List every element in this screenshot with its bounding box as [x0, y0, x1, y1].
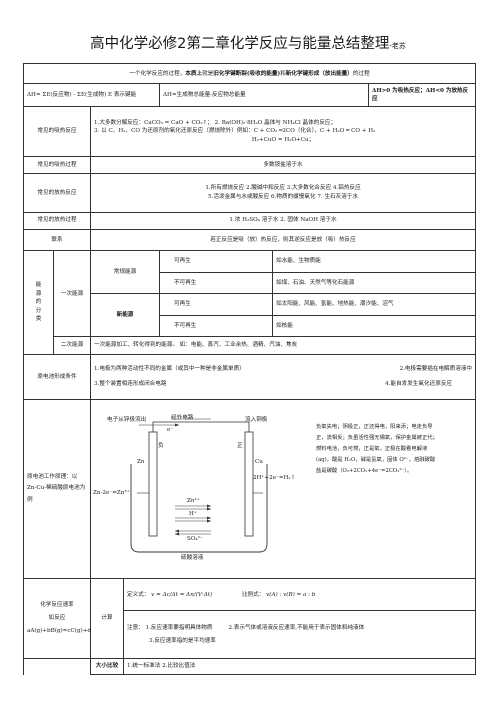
relation-row: 联系 若正反应是吸（放）热反应，则其逆反应是放（吸）热反应: [23, 228, 477, 252]
cell-conditions-row: 原电池形成条件 1.电极为两种活动性不同的金属（或其中一种是非金属单质） 2.电…: [23, 353, 477, 400]
conv-renewable-label: 可再生: [159, 250, 273, 273]
beaker: [130, 464, 268, 553]
electron-symbol: e⁻: [167, 427, 174, 434]
rate-definition-row: 化学反应速率 如反应 aA(g)+bB(g)=cC(g)+dD(g) 计算 定义…: [23, 578, 477, 659]
hydrogen-ion-label: H⁺: [189, 511, 197, 518]
endothermic-process-value: 多数铵盐溶于水: [89, 155, 477, 174]
secondary-energy-value: 一次能源加工、转化得到的能源。 如：电能、蒸汽、工业余热、酒精、汽油、焦炭: [89, 336, 477, 355]
cell-principle-label: 原电池工作原理：以 Zn-Cu-稀硫酸原电池为例: [23, 398, 91, 580]
new-renewable-value: 如太阳能、风能、氢能、地热能、潮汐能、沼气: [271, 293, 477, 316]
cell-principle-diagram-cell: 电子从锌极流出 经外电路 e⁻ 流入铜极 负 正 Zn Cu Zn-2e⁻=Zn…: [89, 398, 477, 580]
new-energy-label: 新能源: [90, 293, 160, 338]
delta-h-sign: ΔH>0 为吸热反应；ΔH<0 为放热反应: [367, 83, 477, 107]
energy-row-5: 二次能源 一次能源加工、转化得到的能源。 如：电能、蒸汽、工业余热、酒精、汽油、…: [24, 336, 477, 355]
positive-pole-label: 正: [237, 443, 243, 450]
primary-energy-label: 一次能源: [53, 250, 91, 338]
reaction-rate-label: 化学反应速率 如反应 aA(g)+bB(g)=cC(g)+dD(g): [23, 578, 91, 659]
endothermic-reactions-row: 常见的吸热反应 1.大多数分解反应：CaCO₃ = CaO + CO₂↑； 2.…: [23, 105, 477, 157]
external-circuit-label: 经外电路: [171, 415, 194, 422]
energy-row-3: 新能源 可再生 如太阳能、风能、氢能、地热能、潮汐能、沼气: [24, 293, 477, 338]
exothermic-process-row: 常见的放热过程 1.浓 H₂SO₄ 溶于水 2. 固体 NaOH 溶于水: [23, 211, 477, 230]
delta-h-bond: ΔH= ΣE(反应物) - ΣE(生成物) E 表示键能: [23, 83, 160, 107]
new-nonrenewable-value: 如核能: [271, 314, 477, 338]
relation-label: 联系: [23, 228, 91, 252]
zinc-ion-label: Zn²⁺: [187, 498, 200, 505]
galvanic-cell-svg: [130, 418, 268, 553]
cell-principle-row: 原电池工作原理：以 Zn-Cu-稀硫酸原电池为例: [23, 398, 477, 580]
delta-h-row: ΔH= ΣE(反应物) - ΣE(生成物) E 表示键能 ΔH=生成物总能量-反…: [23, 83, 477, 107]
zinc-label: Zn: [137, 459, 145, 466]
new-nonrenewable-label: 不可再生: [159, 314, 273, 338]
hydrogen-half-reaction: 2H⁺+2e⁻=H₂↑: [253, 475, 296, 482]
negative-pole-label: 负: [158, 443, 164, 450]
endothermic-label: 常见的吸热反应: [23, 105, 91, 157]
page-title: 高中化学必修2第二章化学反应与能量总结整理-老苏: [0, 32, 496, 53]
conv-renewable-value: 如水能、生物质能: [271, 250, 477, 273]
delta-h-energy: ΔH=生成物总能量-反应物总能量: [159, 83, 369, 107]
cell-conditions-content: 1.电极为两种活动性不同的金属（或其中一种是非金属单质） 2.电极需要插在电解质…: [89, 353, 477, 400]
secondary-energy-label: 二次能源: [53, 336, 91, 355]
exothermic-reactions-row: 常见的放热反应 1.所有燃烧反应 2.酸碱中和反应 3.大多数化合反应 4.铝热…: [23, 172, 477, 213]
electrode-mnemonic-note: 负氧失电；阴极正，正还得电，阳来添；电走负导正，流相反；负虽活性强无锡氧，保护金…: [316, 424, 438, 474]
copper-label: Cu: [255, 459, 263, 466]
intro-cell: 一个化学反应的过程，本质上就是旧化学键断裂(吸收的能量)和新化学键形成（放出能量…: [22, 62, 477, 85]
exothermic-process-value: 1.浓 H₂SO₄ 溶于水 2. 固体 NaOH 溶于水: [89, 211, 477, 230]
calculation-label: 计算: [90, 578, 124, 659]
endothermic-content: 1.大多数分解反应：CaCO₃ = CaO + CO₂↑； 2. Ba(OH)₂…: [89, 105, 477, 157]
electron-flow-label: 电子从锌极流出: [107, 417, 147, 424]
galvanic-cell-diagram: 电子从锌极流出 经外电路 e⁻ 流入铜极 负 正 Zn Cu Zn-2e⁻=Zn…: [92, 414, 475, 564]
sulfate-ion-label: SO₄²⁻: [187, 536, 203, 543]
exothermic-content: 1.所有燃烧反应 2.酸碱中和反应 3.大多数化合反应 4.铝热反应 5.活泼金…: [89, 172, 477, 213]
size-compare-label: 大小比较: [90, 657, 124, 676]
endothermic-process-label: 常见的吸热过程: [23, 155, 91, 174]
relation-value: 若正反应是吸（放）热反应，则其逆反应是放（吸）热反应: [89, 228, 477, 252]
sulfuric-acid-solution-label: 硫酸溶液: [181, 555, 204, 562]
endothermic-process-row: 常见的吸热过程 多数铵盐溶于水: [23, 155, 477, 174]
conv-nonrenewable-value: 如煤、石油、天然气等化石能源: [271, 271, 477, 295]
conv-nonrenewable-label: 不可再生: [159, 271, 273, 295]
title-main: 高中化学必修2第二章化学反应与能量总结整理: [90, 36, 390, 52]
new-renewable-label: 可再生: [159, 293, 273, 316]
energy-row-2: 不可再生 如煤、石油、天然气等化石能源: [24, 271, 477, 295]
energy-row-1: 能 源 的 分 类 一次能源 常规能源 可再生 如水能、生物质能: [23, 250, 477, 355]
size-compare-value: 1.统一标准法 2.比较比值法: [122, 657, 477, 676]
zinc-electrode: [148, 431, 158, 537]
copper-electrode: [244, 431, 254, 537]
flow-into-copper-label: 流入铜极: [245, 417, 268, 424]
rate-formula-cell: 定义式： v = Δc/Δt = Δn/(V·Δt) 比例式： v(A) : v…: [122, 578, 477, 612]
energy-classification-label: 能 源 的 分 类: [23, 250, 54, 355]
exothermic-process-label: 常见的放热过程: [23, 211, 91, 230]
cell-conditions-label: 原电池形成条件: [23, 353, 91, 400]
intro-row: 一个化学反应的过程，本质上就是旧化学键断裂(吸收的能量)和新化学键形成（放出能量…: [22, 62, 477, 85]
conventional-energy-label: 常规能源: [90, 250, 160, 295]
exothermic-label: 常见的放热反应: [23, 172, 91, 213]
energy-row-4: 不可再生 如核能: [24, 314, 477, 338]
summary-table: 一个化学反应的过程，本质上就是旧化学键断裂(吸收的能量)和新化学键形成（放出能量…: [22, 62, 477, 676]
rate-compare-row: 大小比较 1.统一标准法 2.比较比值法: [23, 657, 477, 676]
rate-definition-formula: v = Δc/Δt = Δn/(V·Δt): [151, 591, 213, 598]
zinc-half-reaction: Zn-2e⁻=Zn²⁺: [93, 490, 130, 497]
rate-ratio-formula: v(A) : v(B) = a : b: [266, 591, 316, 598]
title-author: -老苏: [389, 42, 406, 50]
